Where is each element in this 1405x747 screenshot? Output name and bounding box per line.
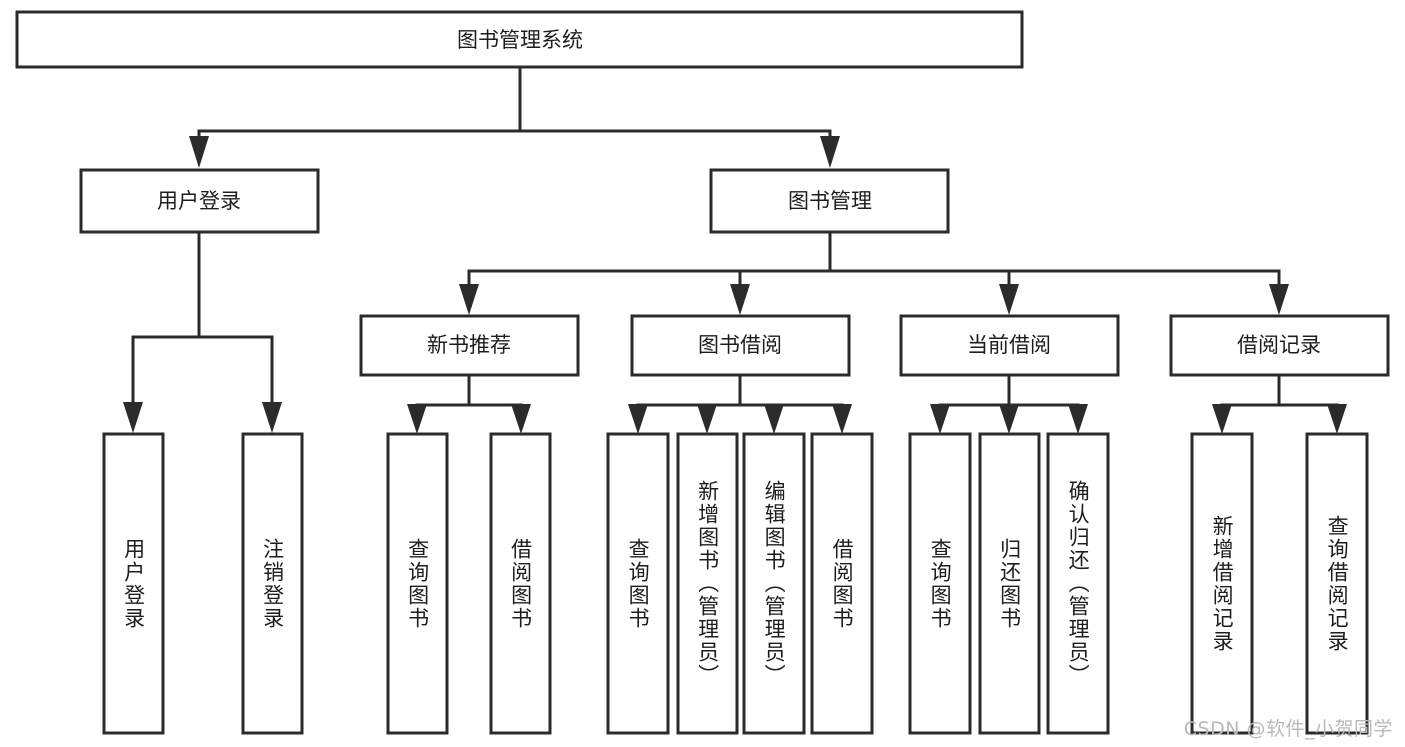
node-leaf-box-edit-book[interactable]	[742, 432, 806, 735]
arrow-newbook-leaf-2	[511, 404, 531, 434]
arrow-root-to-user-login	[189, 136, 209, 168]
node-leaf-box-confirm-return[interactable]	[1046, 432, 1110, 735]
node-current-borrow-box[interactable]	[899, 314, 1120, 377]
arrow-userlogin-leaf-1	[123, 402, 143, 433]
arrow-bookborrow-leaf-4	[832, 404, 852, 434]
node-user-login-label: 用户登录	[157, 189, 241, 213]
node-leaf-box-query-record[interactable]	[1305, 432, 1369, 735]
arrow-bookborrow-leaf-2	[697, 404, 717, 434]
arrow-borrowrecord-leaf-1	[1212, 404, 1232, 434]
node-new-book-recommend-label: 新书推荐	[427, 333, 511, 357]
node-current-borrow-label: 当前借阅	[967, 333, 1051, 357]
node-leaf-box-query-book-2[interactable]	[606, 432, 670, 735]
node-leaf-box-add-book[interactable]	[676, 432, 739, 735]
node-leaf-box-add-record[interactable]	[1190, 432, 1254, 735]
connector-layer	[123, 65, 1347, 434]
node-book-borrow-box[interactable]	[630, 314, 851, 377]
node-root-box[interactable]	[15, 10, 1024, 69]
node-leaf-box-user-login[interactable]	[102, 432, 165, 735]
node-leaf-box-borrow-book-2[interactable]	[810, 432, 874, 735]
arrow-bookborrow-leaf-1	[628, 404, 648, 434]
arrow-borrowrecord-leaf-2	[1327, 404, 1347, 434]
node-leaf-box-query-book-1[interactable]	[386, 432, 449, 735]
node-borrow-record-box[interactable]	[1169, 314, 1390, 377]
arrow-currentborrow-leaf-3	[1068, 404, 1088, 434]
node-layer: 图书管理系统 用户登录 图书管理 新书推荐 图书借阅 当前借阅 借阅记录	[15, 10, 1390, 735]
arrow-root-to-book-mgmt	[820, 136, 840, 168]
node-new-book-recommend-box[interactable]	[359, 314, 580, 377]
node-leaf-box-borrow-book-1[interactable]	[489, 432, 552, 735]
node-user-login-box[interactable]	[79, 168, 320, 234]
arrow-bookborrow-leaf-3	[764, 404, 784, 434]
arrow-userlogin-leaf-2	[262, 402, 282, 433]
node-borrow-record-label: 借阅记录	[1237, 333, 1321, 357]
arrow-newbook-leaf-1	[407, 404, 427, 434]
arrow-currentborrow-leaf-1	[930, 404, 950, 434]
node-book-borrow-label: 图书借阅	[698, 333, 782, 357]
arrow-bookmgmt-to-borrow	[730, 284, 750, 315]
node-root-label: 图书管理系统	[457, 28, 583, 52]
arrow-bookmgmt-to-new-book	[459, 284, 479, 315]
node-leaf-box-query-book-3[interactable]	[908, 432, 972, 735]
node-book-management-box[interactable]	[709, 168, 950, 234]
arrow-bookmgmt-to-record	[1269, 284, 1289, 315]
arrow-currentborrow-leaf-2	[999, 404, 1019, 434]
arrow-bookmgmt-to-current	[999, 284, 1019, 315]
node-leaf-box-return-book[interactable]	[978, 432, 1041, 735]
node-book-management-label: 图书管理	[788, 189, 872, 213]
node-leaf-box-logout[interactable]	[241, 432, 304, 735]
